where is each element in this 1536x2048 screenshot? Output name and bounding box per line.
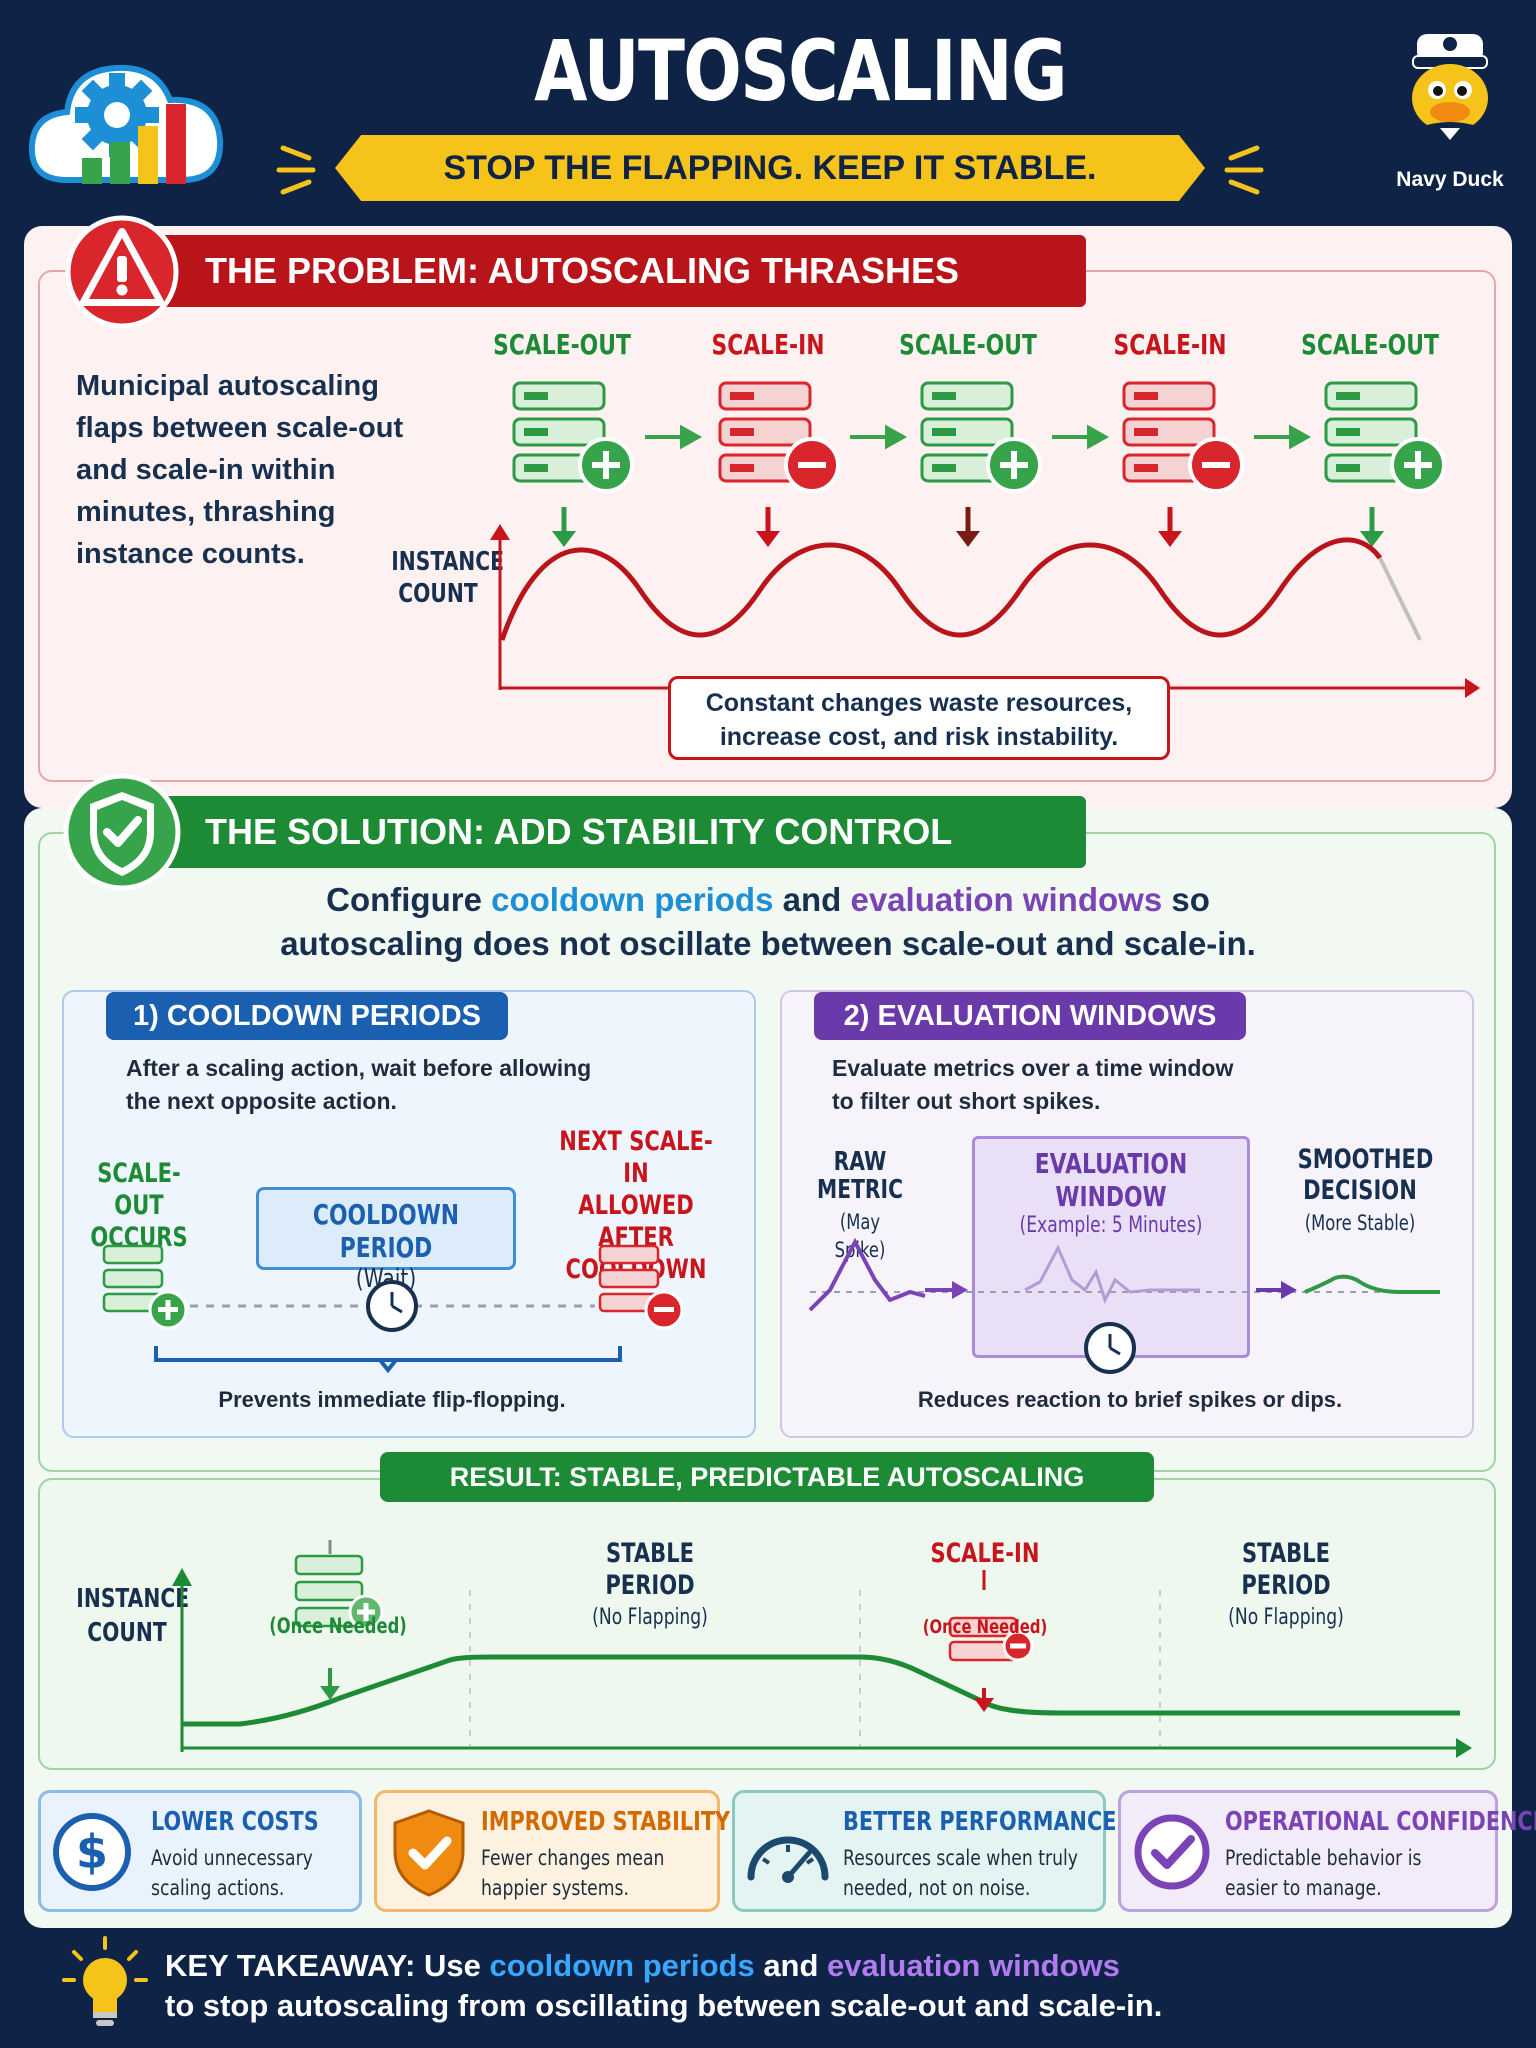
benefit-title: IMPROVED STABILITY	[481, 1807, 731, 1837]
right-rays-icon	[1224, 145, 1264, 195]
step-label-3: SCALE-OUT	[899, 328, 1037, 361]
cooldown-description: After a scaling action, wait before allo…	[126, 1055, 592, 1114]
solution-intro: Configure cooldown periods and evaluatio…	[280, 881, 1256, 962]
step-label-2: SCALE-IN	[711, 328, 825, 361]
cooldown-caption: Prevents immediate flip-flopping.	[218, 1387, 566, 1412]
cooldown-title: 1) COOLDOWN PERIODS	[106, 992, 508, 1040]
result-scale-in-note: (Once Needed)	[922, 1616, 1048, 1638]
benefit-title: BETTER PERFORMANCE	[843, 1807, 1117, 1837]
evaluation-window-box: EVALUATION WINDOW (Example: 5 Minutes)	[972, 1136, 1250, 1358]
gauge-icon	[747, 1836, 829, 1883]
dollar-icon: $	[53, 1813, 131, 1891]
check-circle-icon	[1134, 1814, 1210, 1890]
evaluation-title: 2) EVALUATION WINDOWS	[814, 992, 1246, 1040]
stable-period-1-label: STABLE PERIOD (No Flapping)	[592, 1538, 708, 1630]
key-takeaway: KEY TAKEAWAY: Use cooldown periods and e…	[165, 1948, 1163, 2023]
result-y-axis-label: INSTANCE COUNT	[76, 1584, 190, 1648]
evaluation-caption: Reduces reaction to brief spikes or dips…	[917, 1387, 1343, 1412]
evaluation-smoothing-diagram	[808, 1237, 1440, 1374]
solution-banner: THE SOLUTION: ADD STABILITY CONTROL	[110, 796, 1086, 868]
problem-y-axis-label: INSTANCE COUNT	[391, 547, 504, 609]
result-card	[38, 1478, 1496, 1770]
benefit-title: LOWER COSTS	[151, 1807, 319, 1837]
shield-check-icon	[393, 1809, 465, 1897]
stable-result-chart	[172, 1540, 1472, 1758]
evaluation-description: Evaluate metrics over a time window to f…	[832, 1055, 1234, 1114]
navy-duck-mascot-icon	[1409, 34, 1491, 166]
problem-description: Municipal autoscaling flaps between scal…	[76, 370, 404, 570]
subtitle-band: STOP THE FLAPPING. KEEP IT STABLE.	[335, 135, 1205, 201]
problem-banner: THE PROBLEM: AUTOSCALING THRASHES	[110, 235, 1086, 307]
step-label-4: SCALE-IN	[1113, 328, 1227, 361]
warning-triangle-icon	[65, 215, 179, 329]
stable-period-2-label: STABLE PERIOD (No Flapping)	[1228, 1538, 1344, 1630]
cooldown-period-box: COOLDOWN PERIOD (Wait)	[256, 1187, 516, 1294]
svg-text:$: $	[76, 1825, 108, 1879]
result-scale-in-label: SCALE-IN	[930, 1538, 1040, 1569]
benefit-card-operational-confidence: OPERATIONAL CONFIDENCE Predictable behav…	[1118, 1790, 1536, 1912]
problem-callout: Constant changes waste resources, increa…	[668, 676, 1170, 760]
result-scale-out-note: (Once Needed)	[269, 1614, 407, 1638]
cooldown-timeline-diagram	[102, 1244, 684, 1374]
smoothed-decision-label: SMOOTHED DECISION (More Stable)	[1297, 1144, 1434, 1235]
mascot-label: Navy Duck	[1396, 168, 1504, 191]
thrash-wave-chart	[490, 524, 1480, 698]
step-label-1: SCALE-OUT	[493, 328, 631, 361]
cloud-gear-chart-logo	[28, 64, 224, 184]
thrash-sequence-diagram	[512, 381, 1446, 547]
left-rays-icon	[276, 145, 316, 195]
benefit-card-better-performance: BETTER PERFORMANCE Resources scale when …	[732, 1790, 1116, 1912]
scale-out-occurs-label: SCALE-OUT OCCURS	[90, 1158, 188, 1253]
lightbulb-icon	[62, 1936, 148, 2026]
step-label-5: SCALE-OUT	[1301, 328, 1439, 361]
result-banner: RESULT: STABLE, PREDICTABLE AUTOSCALING	[380, 1452, 1154, 1502]
benefit-title: OPERATIONAL CONFIDENCE	[1225, 1807, 1536, 1837]
shield-check-icon	[63, 773, 181, 891]
